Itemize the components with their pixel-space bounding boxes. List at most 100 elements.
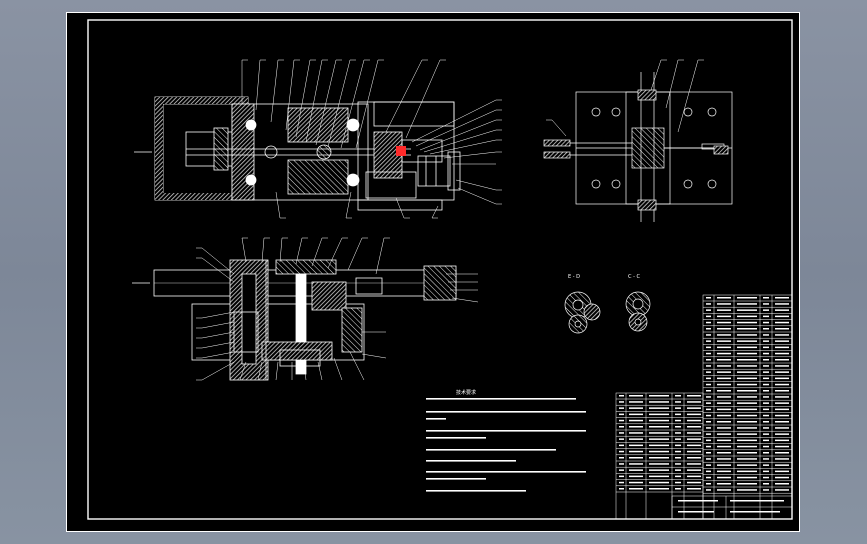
table-cell-text bbox=[706, 383, 711, 386]
table-cell-text bbox=[717, 383, 731, 386]
table-cell-text bbox=[775, 439, 789, 442]
table-cell-text bbox=[629, 444, 643, 447]
table-cell-text bbox=[717, 396, 731, 398]
main-section-view bbox=[134, 59, 502, 219]
table-cell-text bbox=[687, 469, 701, 471]
table-cell-text bbox=[775, 365, 789, 367]
table-cell-text bbox=[763, 433, 769, 435]
table-cell-text bbox=[717, 402, 731, 404]
table-cell-text bbox=[706, 464, 711, 466]
table-cell-text bbox=[763, 452, 769, 454]
table-cell-text bbox=[737, 309, 757, 311]
drawing-frame bbox=[66, 12, 800, 532]
table-cell-text bbox=[763, 414, 769, 417]
table-cell-text bbox=[775, 464, 789, 466]
table-cell-text bbox=[717, 414, 731, 417]
table-cell-text bbox=[675, 481, 681, 484]
table-cell-text bbox=[737, 340, 757, 342]
table-cell-text bbox=[763, 408, 769, 411]
table-cell-text bbox=[737, 359, 757, 361]
table-cell-text bbox=[717, 340, 731, 342]
table-cell-text bbox=[775, 328, 789, 330]
table-cell-text bbox=[737, 328, 757, 330]
table-cell-text bbox=[706, 315, 711, 318]
table-cell-text bbox=[763, 352, 769, 355]
table-cell-text bbox=[737, 421, 757, 423]
table-cell-text bbox=[717, 464, 731, 466]
table-cell-text bbox=[675, 488, 681, 490]
table-cell-text bbox=[730, 500, 784, 502]
table-cell-text bbox=[706, 390, 711, 392]
table-cell-text bbox=[717, 328, 731, 330]
table-cell-text bbox=[717, 377, 731, 380]
table-cell-text bbox=[737, 445, 757, 448]
table-cell-text bbox=[717, 452, 731, 454]
table-cell-text bbox=[775, 396, 789, 398]
table-cell-text bbox=[717, 445, 731, 448]
table-cell-text bbox=[717, 365, 731, 367]
table-cell-text bbox=[717, 390, 731, 392]
table-cell-text bbox=[775, 458, 789, 460]
table-cell-text bbox=[737, 396, 757, 398]
table-cell-text bbox=[763, 297, 769, 299]
table-cell-text bbox=[737, 464, 757, 466]
table-cell-text bbox=[775, 315, 789, 318]
table-cell-text bbox=[706, 346, 711, 349]
table-cell-text bbox=[737, 321, 757, 324]
table-cell-text bbox=[737, 390, 757, 392]
table-cell-text bbox=[649, 413, 669, 416]
table-cell-text bbox=[706, 334, 711, 336]
table-cell-text bbox=[649, 457, 669, 459]
table-cell-text bbox=[775, 377, 789, 380]
plan-view bbox=[543, 59, 733, 222]
table-cell-text bbox=[706, 359, 711, 361]
table-cell-text bbox=[687, 481, 701, 484]
table-cell-text bbox=[619, 395, 624, 397]
table-cell-text bbox=[675, 450, 681, 453]
table-cell-text bbox=[775, 489, 789, 491]
table-cell-text bbox=[717, 297, 731, 299]
table-cell-text bbox=[717, 489, 731, 491]
table-cell-text bbox=[737, 402, 757, 404]
table-cell-text bbox=[619, 438, 624, 440]
table-cell-text bbox=[737, 315, 757, 318]
table-cell-text bbox=[675, 419, 681, 422]
table-cell-text bbox=[775, 334, 789, 336]
table-cell-text bbox=[763, 483, 769, 485]
table-cell-text bbox=[717, 346, 731, 349]
parts-list-table bbox=[615, 294, 793, 520]
table-cell-text bbox=[737, 489, 757, 491]
table-cell-text bbox=[619, 469, 624, 471]
table-cell-text bbox=[737, 334, 757, 336]
table-cell-text bbox=[775, 402, 789, 404]
table-cell-text bbox=[629, 475, 643, 478]
lower-section-view bbox=[132, 237, 479, 381]
table-cell-text bbox=[706, 489, 711, 491]
table-cell-text bbox=[763, 421, 769, 423]
table-cell-text bbox=[675, 469, 681, 471]
table-cell-text bbox=[717, 427, 731, 429]
table-cell-text bbox=[687, 395, 701, 397]
table-cell-text bbox=[629, 419, 643, 422]
table-cell-text bbox=[675, 475, 681, 478]
table-cell-text bbox=[687, 426, 701, 428]
table-cell-text bbox=[629, 401, 643, 403]
table-cell-text bbox=[706, 402, 711, 404]
table-cell-text bbox=[737, 427, 757, 429]
table-cell-text bbox=[619, 444, 624, 447]
table-cell-text bbox=[706, 433, 711, 435]
assembly-drawing: E - D C - C 技术要求 bbox=[66, 12, 800, 532]
table-cell-text bbox=[706, 458, 711, 460]
table-cell-text bbox=[619, 407, 624, 409]
table-cell-text bbox=[737, 303, 757, 305]
table-cell-text bbox=[706, 321, 711, 324]
table-cell-text bbox=[706, 470, 711, 473]
table-cell-text bbox=[649, 469, 669, 471]
table-cell-text bbox=[629, 481, 643, 484]
table-cell-text bbox=[687, 413, 701, 416]
table-cell-text bbox=[717, 315, 731, 318]
table-cell-text bbox=[775, 427, 789, 429]
table-cell-text bbox=[629, 395, 643, 397]
table-cell-text bbox=[763, 470, 769, 473]
